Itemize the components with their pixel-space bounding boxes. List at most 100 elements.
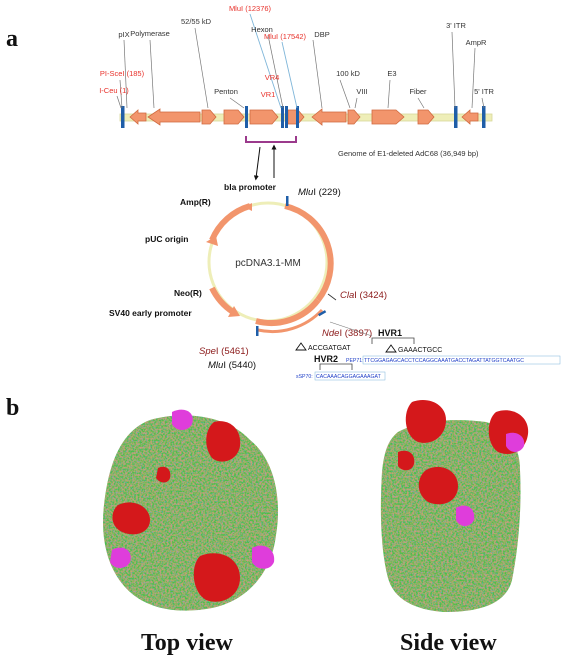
label-e3: E3 (387, 69, 396, 78)
hvr2-title: HVR2 (314, 354, 338, 364)
label-viii: VIII (356, 87, 367, 96)
site-nde: NdeI (3897) (322, 328, 372, 339)
gene-arrow-penton (223, 109, 245, 125)
site-nde-pos: I (3897) (339, 328, 372, 339)
leader-penton (229, 97, 245, 109)
label-psce: PI-SceI (185) (100, 69, 145, 78)
gene-arrow-polymerase (147, 108, 201, 126)
site-cla-pos: I (3424) (354, 290, 387, 301)
plasmid-neo-arc (209, 286, 235, 315)
label-amp: Amp(R) (180, 197, 211, 207)
site-mlu5440-enzyme: Mlu (208, 360, 224, 371)
site-spe-enzyme: Spe (199, 346, 216, 357)
leader-polymerase (149, 39, 155, 109)
sp70-seq: CACAAACAGGAGAAAGAT (316, 374, 382, 380)
label-itr5: 5' ITR (474, 87, 494, 96)
hvr1-bracket (371, 337, 415, 344)
side-view-magenta-patch-2 (456, 505, 475, 526)
top-view-surface (103, 415, 279, 611)
leader-itr3 (451, 31, 456, 109)
site-cla-enzyme: Cla (340, 290, 354, 301)
top-view-caption: Top view (141, 630, 233, 656)
top-view-red-patch-1 (206, 421, 241, 462)
leader-e3 (387, 79, 391, 109)
leader-mlu2 (281, 41, 298, 109)
site-marker-nde (318, 310, 327, 317)
site-spe-pos: I (5461) (216, 346, 249, 357)
side-view-surface (380, 420, 521, 612)
sp70-box (314, 371, 386, 381)
top-view-red-patch-3 (193, 553, 240, 602)
hvr-leader (329, 321, 373, 337)
hvr1-delta-icon (385, 344, 397, 353)
label-vr4: VR4 (265, 73, 280, 82)
pep71-box (362, 355, 561, 365)
site-marker-cla (327, 293, 337, 301)
top-view-red-patch-2 (112, 502, 150, 535)
gene-arrow-dbp (311, 108, 347, 126)
site-mlu5440-pos: I (5440) (223, 360, 256, 371)
gene-arrow-5255kd (201, 109, 217, 125)
gene-arrow-pix (129, 109, 147, 125)
marker-iceu (121, 106, 125, 128)
label-hexon: Hexon (251, 25, 273, 34)
leader-dbp (312, 39, 323, 109)
site-marker-spe (256, 326, 259, 336)
fragment-bracket (245, 136, 297, 143)
plasmid-bla-head (244, 203, 252, 211)
hvr1-seq: GAAACTGCC (398, 347, 442, 354)
leader-psce (119, 79, 123, 109)
top-view-magenta-patch-3 (252, 545, 275, 569)
hvr2-delta-icon (295, 342, 307, 351)
leader-viii (354, 97, 358, 109)
side-view-red-patch-3 (418, 466, 458, 505)
site-mlu229-pos: I (229) (313, 187, 340, 198)
side-view-structure (380, 400, 529, 612)
label-vr1: VR1 (261, 90, 276, 99)
label-sv40: SV40 early promoter (109, 308, 192, 318)
marker-penton (245, 106, 248, 128)
plasmid-lower-arc (255, 298, 321, 326)
label-5255kd: 52/55 kD (181, 17, 212, 26)
hvr-sequences: HVR1 HVR2 GAAACTGCC ACCGATGAT PEP71: TTC… (295, 321, 561, 381)
marker-mlu2 (296, 106, 299, 128)
plasmid-neo-head (228, 306, 240, 317)
site-mlu5440: MluI (5440) (208, 360, 256, 371)
side-view-red-patch-4 (398, 450, 415, 471)
leader-100kd (339, 79, 351, 109)
label-puc: pUC origin (145, 234, 188, 244)
pep71-label: PEP71: (346, 358, 364, 364)
top-view-magenta-patch-1 (172, 409, 193, 430)
gene-arrow-ampr (461, 109, 479, 125)
hvr2-seq: ACCGATGAT (308, 345, 351, 352)
label-fiber: Fiber (409, 87, 427, 96)
label-100kd: 100 kD (336, 69, 360, 78)
label-penton: Penton (214, 87, 238, 96)
top-view-magenta-patch-2 (110, 547, 131, 568)
site-spe: SpeI (5461) (199, 346, 249, 357)
panel-a-letter: a (6, 26, 18, 52)
hvr1-title: HVR1 (378, 328, 402, 338)
leader-hexon (267, 34, 284, 109)
site-cla: ClaI (3424) (340, 290, 387, 301)
leader-pix (123, 39, 128, 109)
site-mlu229: MluI (229) (298, 187, 341, 198)
leader-5255kd (194, 27, 209, 109)
sp70-label: sSP70: (296, 374, 313, 380)
plasmid-map: pcDNA3.1-MM bla promoter Amp(R) pUC orig… (109, 182, 387, 371)
hvr2-bracket (319, 363, 353, 370)
genome-caption: Genome of E1-deleted AdC68 (36,949 bp) (338, 149, 479, 158)
top-view-structure (103, 409, 279, 611)
label-bla-promoter: bla promoter (224, 182, 277, 192)
plasmid-amp-arc (209, 203, 251, 242)
site-mlu229-enzyme: Mlu (298, 187, 314, 198)
label-mlu1: MluI (12376) (229, 4, 272, 13)
plasmid-amp-head (206, 236, 218, 246)
marker-vr4 (281, 106, 284, 128)
label-dbp: DBP (314, 30, 329, 39)
leader-fiber (417, 97, 425, 109)
label-mlu2: MluI (17542) (264, 32, 307, 41)
genome-map: Polymerase 52/55 kD Hexon DBP 3' ITR pIX… (99, 4, 494, 181)
plasmid-insert-arc (284, 203, 334, 302)
label-iceu: I-Ceu (1) (99, 86, 129, 95)
